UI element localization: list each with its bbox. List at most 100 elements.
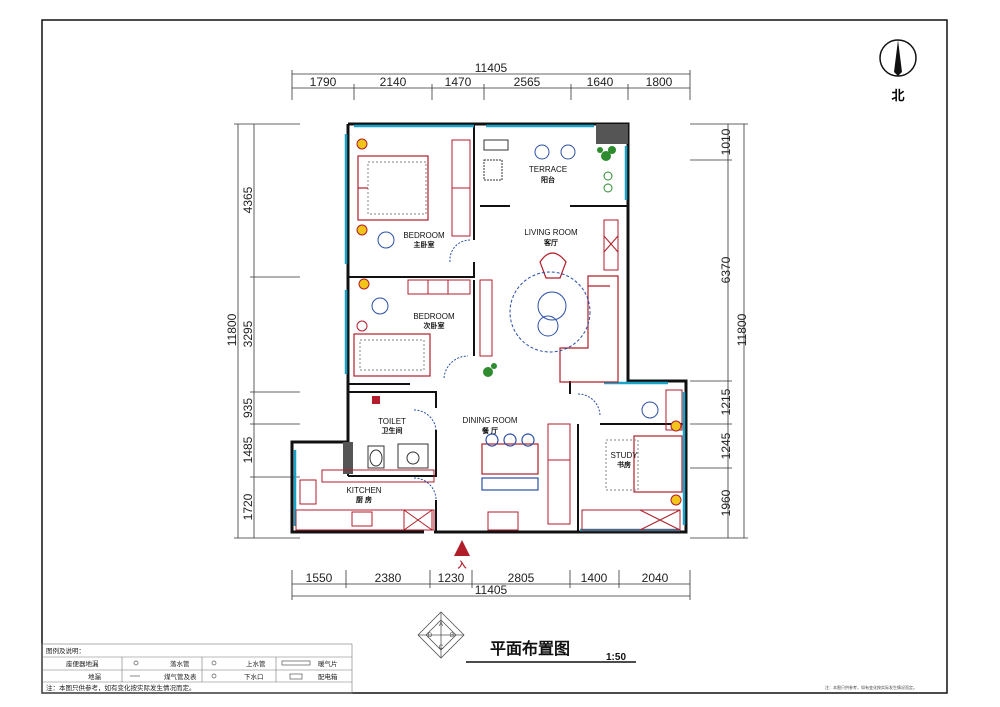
- bottom-dimension-1: 1550: [306, 571, 333, 585]
- chair-icon: [371, 297, 389, 315]
- legend-item: 煤气管及表: [164, 672, 197, 681]
- rug: [509, 271, 591, 353]
- compass-letter-c: C: [439, 645, 444, 651]
- left-dimension-3: 935: [241, 398, 255, 418]
- bottom-dimension-6: 2040: [642, 571, 669, 585]
- compass-letter-a: A: [439, 622, 443, 628]
- right-dimension-5: 1960: [719, 489, 733, 516]
- north-label: 北: [891, 89, 904, 104]
- legend-item: 地漏: [88, 672, 102, 681]
- room-label-terrace: TERRACE: [529, 165, 567, 174]
- legend-note: 注：本图只供参考，如有变化按实际发生情况而定。: [46, 683, 196, 692]
- room-label-toilet-cn: 卫生间: [382, 426, 403, 435]
- lamp-icon: [670, 494, 682, 506]
- windows: [293, 124, 686, 532]
- column: [596, 124, 628, 144]
- shelf: [479, 279, 493, 357]
- right-dimension-1: 1010: [719, 128, 733, 155]
- lamp-icon: [670, 420, 682, 432]
- door-swing: [413, 409, 437, 431]
- legend-header: 图例及说明：: [46, 646, 85, 655]
- right-dimension-line: [690, 123, 748, 539]
- compass-rose-icon: [417, 611, 465, 659]
- top-dimension-1: 1790: [310, 75, 337, 89]
- left-dimension-line: [234, 123, 300, 539]
- kitchen-counter: [295, 469, 435, 531]
- study-bed: [605, 435, 683, 493]
- door-swing: [449, 239, 471, 263]
- room-label-study: STUDY: [610, 451, 638, 460]
- bottom-dimension-4: 2805: [508, 571, 535, 585]
- legend-item: 暖气片: [318, 659, 338, 668]
- right-dimension-4: 1245: [719, 432, 733, 459]
- room-label-dining: DINING ROOM: [462, 416, 517, 425]
- toilet-fixtures: [367, 443, 429, 469]
- north-arrow-icon: [879, 39, 917, 77]
- legend-item: 下水口: [244, 672, 264, 681]
- bottom-dimension-line: [291, 570, 691, 600]
- legend-table: [41, 643, 353, 694]
- compass-letter-b: B: [450, 633, 454, 639]
- sideboard: [487, 423, 571, 531]
- entrance-label: 入: [456, 560, 466, 571]
- bottom-total-dimension: 11405: [475, 583, 508, 597]
- room-label-terrace-cn: 阳台: [541, 175, 555, 184]
- door-swing: [577, 393, 601, 417]
- top-dimension-5: 1640: [587, 75, 614, 89]
- compass-letter-d: D: [428, 633, 433, 639]
- coffee-tables: [537, 291, 567, 337]
- drawing-title: 平面布置图: [490, 639, 570, 658]
- dining-bench: [481, 477, 539, 491]
- left-dimension-2: 3295: [241, 320, 255, 347]
- second-bed: [353, 333, 431, 377]
- room-label-toilet: TOILET: [378, 417, 406, 426]
- left-dimension-1: 4365: [241, 186, 255, 213]
- exterior-walls: [290, 122, 688, 534]
- room-label-study-cn: 书房: [617, 460, 631, 469]
- room-label-living: LIVING ROOM: [524, 228, 578, 237]
- bottom-dimension-2: 2380: [375, 571, 402, 585]
- tv-cabinet: [603, 219, 619, 271]
- terrace-furniture: [483, 139, 576, 181]
- room-label-kitchen-cn: 厨 房: [356, 495, 372, 504]
- room-label-master: BEDROOM: [403, 231, 445, 240]
- dining-table: [481, 433, 539, 475]
- plant-icon: [483, 363, 497, 377]
- column: [343, 442, 353, 474]
- legend-item: 配电箱: [318, 672, 338, 681]
- top-total-dimension: 11405: [475, 61, 508, 75]
- lamp-icon: [356, 138, 368, 150]
- top-dimension-line: [291, 70, 691, 100]
- second-wardrobe: [407, 279, 471, 295]
- chair-icon: [641, 401, 659, 419]
- stool-icon: [356, 320, 368, 332]
- room-label-kitchen: KITCHEN: [346, 486, 381, 495]
- room-label-second: BEDROOM: [413, 312, 455, 321]
- plant-icon: [597, 146, 616, 193]
- legend-symbols: [130, 660, 311, 680]
- top-dimension-3: 1470: [445, 75, 472, 89]
- door-swing: [413, 477, 437, 501]
- legend-item: 上水管: [246, 659, 266, 668]
- bottom-dimension-3: 1230: [438, 571, 465, 585]
- right-dimension-2: 6370: [719, 256, 733, 283]
- door-swing: [443, 355, 469, 379]
- top-dimension-4: 2565: [514, 75, 541, 89]
- legend-item: 落水管: [170, 659, 190, 668]
- top-dimension-2: 2140: [380, 75, 407, 89]
- top-dimension-6: 1800: [646, 75, 673, 89]
- interior-walls: [347, 124, 686, 532]
- room-label-living-cn: 客厅: [543, 238, 558, 247]
- left-dimension-5: 1720: [241, 493, 255, 520]
- right-dimension-3: 1215: [719, 388, 733, 415]
- right-total-dimension: 11800: [735, 313, 749, 346]
- sheet-border: [41, 19, 948, 694]
- room-label-dining-cn: 餐 厅: [481, 426, 498, 435]
- left-total-dimension: 11800: [225, 313, 239, 346]
- wardrobe: [451, 139, 471, 237]
- drawing-scale: 1:50: [606, 652, 626, 663]
- bottom-dimension-5: 1400: [581, 571, 608, 585]
- lamp-icon: [358, 278, 370, 290]
- armchair: [539, 252, 567, 279]
